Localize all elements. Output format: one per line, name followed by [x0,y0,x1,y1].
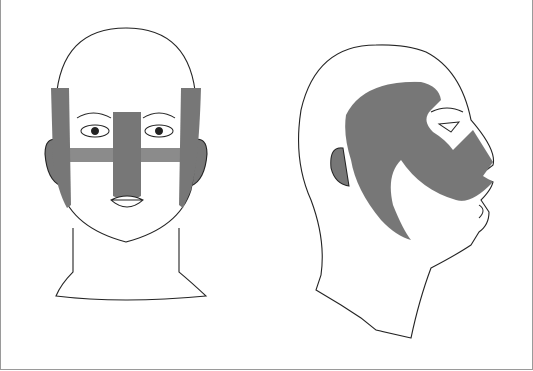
front-cheek-band [67,148,185,162]
